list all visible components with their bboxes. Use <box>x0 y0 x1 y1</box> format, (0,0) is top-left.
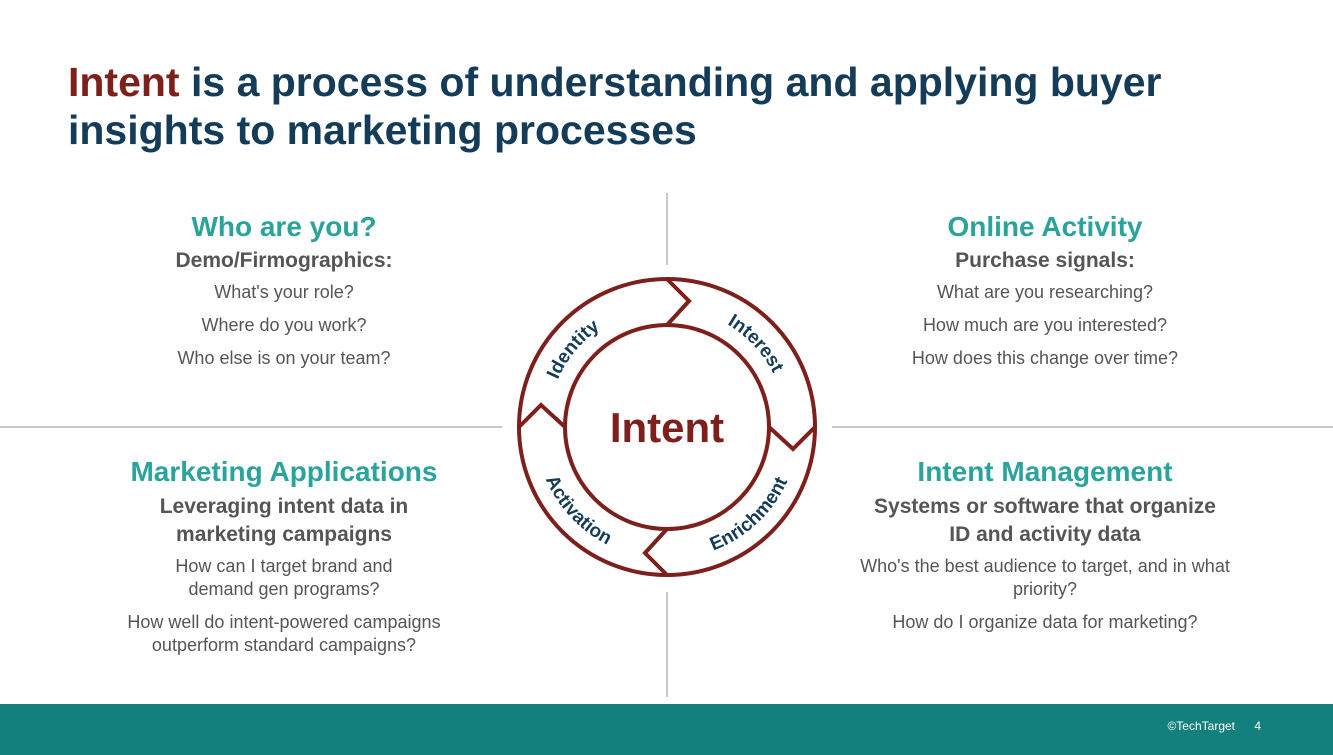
quadrant-intent-management: Intent Management Systems or software th… <box>823 455 1267 644</box>
cycle-stage-interest: Interest <box>724 311 787 377</box>
quadrant-subtitle: Demo/Firmographics: <box>175 249 393 272</box>
divider-vertical-top <box>666 193 668 265</box>
quadrant-title: Who are you? <box>191 211 377 242</box>
slide-title: Intent is a process of understanding and… <box>68 58 1288 154</box>
quadrant-question: What's your role? <box>214 282 354 302</box>
page-number: 4 <box>1254 719 1261 733</box>
cycle-chevron-bottom <box>642 527 669 577</box>
quadrant-question: How does this change over time? <box>911 348 1179 368</box>
quadrant-title: Marketing Applications <box>130 456 438 487</box>
cycle-chevron-right <box>767 425 817 452</box>
title-rest: is a process of understanding and applyi… <box>68 59 1162 153</box>
cycle-chevron-top <box>665 277 692 327</box>
cycle-chevron-left <box>517 402 567 429</box>
quadrant-subtitle: Systems or software that organize ID and… <box>874 495 1216 546</box>
quadrant-who-are-you: Who are you? Demo/Firmographics: What's … <box>84 210 484 379</box>
intent-cycle-diagram: Intent Identity Interest Enrichment Acti… <box>517 277 817 577</box>
quadrant-subtitle: Purchase signals: <box>955 249 1135 272</box>
divider-horizontal-right <box>832 426 1333 428</box>
cycle-center-label: Intent <box>610 404 724 451</box>
quadrant-marketing-applications: Marketing Applications Leveraging intent… <box>64 455 504 667</box>
quadrant-question: Who's the best audience to target, and i… <box>860 556 1230 599</box>
divider-horizontal-left <box>0 426 502 428</box>
quadrant-online-activity: Online Activity Purchase signals: What a… <box>845 210 1245 379</box>
quadrant-title: Online Activity <box>947 211 1143 242</box>
quadrant-question: What are you researching? <box>936 282 1154 302</box>
footer-bar: ©TechTarget 4 <box>0 704 1333 755</box>
quadrant-question: Where do you work? <box>201 315 367 335</box>
quadrant-question: Who else is on your team? <box>177 348 391 368</box>
quadrant-question: How well do intent-powered campaigns out… <box>127 612 441 655</box>
quadrant-title: Intent Management <box>917 456 1173 487</box>
title-accent: Intent <box>68 59 180 105</box>
divider-vertical-bottom <box>666 592 668 697</box>
cycle-stage-identity: Identity <box>543 315 603 382</box>
quadrant-question: How do I organize data for marketing? <box>892 612 1198 632</box>
quadrant-subtitle: Leveraging intent data in marketing camp… <box>159 495 409 546</box>
footer-copyright: ©TechTarget <box>1167 719 1235 733</box>
quadrant-question: How much are you interested? <box>922 315 1168 335</box>
cycle-stage-activation: Activation <box>541 472 615 549</box>
quadrant-question: How can I target brand and demand gen pr… <box>175 556 393 599</box>
